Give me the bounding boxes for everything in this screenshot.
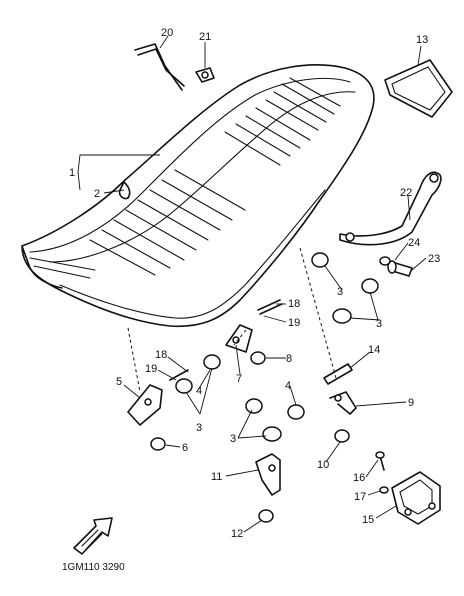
label-part-12: 12 <box>231 528 243 540</box>
nut-12 <box>258 509 274 523</box>
label-part-2: 2 <box>94 188 100 200</box>
label-part-23: 23 <box>428 253 440 265</box>
assembly-lines <box>127 247 337 393</box>
part-labels: 1 2 20 21 13 22 24 23 3 3 18 19 18 19 5 … <box>69 27 440 540</box>
label-part-7: 7 <box>236 373 242 385</box>
label-part-19-lower: 19 <box>145 363 157 375</box>
label-part-8: 8 <box>286 353 292 365</box>
label-part-1: 1 <box>69 167 75 179</box>
screw-16 <box>375 451 385 471</box>
label-part-22: 22 <box>400 187 412 199</box>
nut-6 <box>150 437 166 451</box>
grab-bar-22 <box>339 171 442 246</box>
label-part-18-upper: 18 <box>288 298 300 310</box>
label-part-21: 21 <box>199 31 211 43</box>
label-part-18-lower: 18 <box>155 349 167 361</box>
label-part-20: 20 <box>161 27 173 39</box>
label-part-3-upper-b: 3 <box>376 318 382 330</box>
seat-lock-rod-20 <box>134 43 185 91</box>
hook-9 <box>329 391 357 415</box>
seat-ribs <box>89 77 341 276</box>
bracket-7 <box>225 324 253 353</box>
link-14 <box>323 363 353 385</box>
bolt-18-upper <box>257 299 283 315</box>
label-part-17: 17 <box>354 491 366 503</box>
diagram-code: 1GM110 3290 <box>62 562 125 573</box>
label-part-5: 5 <box>116 376 122 388</box>
label-part-19-upper: 19 <box>288 317 300 329</box>
nut-10 <box>334 429 350 443</box>
label-part-4-mid: 4 <box>285 380 291 392</box>
bracket-11 <box>255 453 281 496</box>
bolt-23 <box>387 260 413 277</box>
label-part-10: 10 <box>317 459 329 471</box>
label-part-3-left: 3 <box>196 422 202 434</box>
seat-pad-13 <box>384 59 453 118</box>
label-part-3-mid: 3 <box>230 433 236 445</box>
label-part-15: 15 <box>362 514 374 526</box>
label-part-11: 11 <box>211 471 222 483</box>
washer-24 <box>379 256 391 266</box>
label-part-4-left: 4 <box>196 385 202 397</box>
seat-lock-15 <box>391 471 441 525</box>
dampers-3-mid <box>245 398 305 442</box>
label-part-13: 13 <box>416 34 428 46</box>
front-arrow-icon <box>73 517 113 555</box>
seat-assembly <box>21 64 375 328</box>
label-part-6: 6 <box>182 442 188 454</box>
label-part-16: 16 <box>353 472 365 484</box>
dampers-3-left <box>175 354 221 394</box>
bracket-5 <box>127 384 163 426</box>
dampers-3-upper <box>311 252 379 324</box>
clip-21 <box>195 67 215 83</box>
label-part-3-upper-a: 3 <box>337 286 343 298</box>
label-part-24: 24 <box>408 237 420 249</box>
washer-17 <box>379 486 389 494</box>
leader-lines <box>77 35 427 533</box>
nut-8 <box>250 351 266 365</box>
label-part-14: 14 <box>368 344 380 356</box>
label-part-9: 9 <box>408 397 414 409</box>
